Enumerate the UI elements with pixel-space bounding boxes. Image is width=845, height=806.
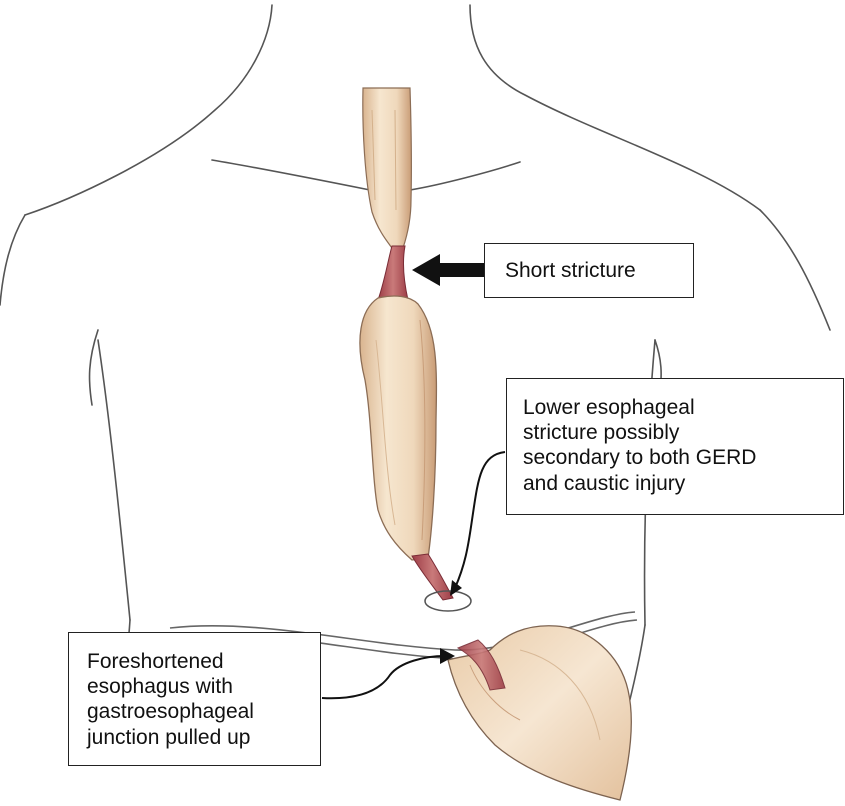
foreshortened-arrow-icon xyxy=(321,655,446,700)
dilated-esophagus xyxy=(359,295,438,561)
original-ge-junction-ring xyxy=(424,590,472,612)
left-torso-line xyxy=(97,339,131,621)
upper-esophagus xyxy=(362,87,413,249)
neck-left-line xyxy=(24,4,273,216)
foreshortened-label-line-1: Foreshortened xyxy=(87,650,224,673)
foreshortened-callout: Foreshortened esophagus with gastroesoph… xyxy=(68,632,321,766)
lower-stricture-label-line-1: Lower esophageal xyxy=(523,396,695,419)
foreshortened-label-line-2: esophagus with xyxy=(87,675,233,699)
short-stricture-label: Short stricture xyxy=(505,259,636,282)
foreshortened-label-line-3: gastroesophageal xyxy=(87,700,254,724)
short-stricture-shape xyxy=(377,245,409,301)
lower-stricture-label-line-3: secondary to both GERD xyxy=(523,446,757,470)
lower-stricture-shape xyxy=(411,553,454,601)
neck-right-line xyxy=(469,4,761,211)
lower-stricture-arrowhead-icon xyxy=(450,580,462,596)
lower-stricture-arrow-icon xyxy=(454,451,506,589)
clavicle-left xyxy=(211,159,371,191)
left-shoulder-line xyxy=(0,214,26,306)
short-stricture-callout: Short stricture xyxy=(484,243,694,298)
body-outline xyxy=(0,4,831,741)
foreshortened-arrowhead-icon xyxy=(440,648,455,664)
left-armpit-line xyxy=(88,329,99,406)
right-shoulder-line xyxy=(759,209,831,331)
ge-junction-red xyxy=(456,639,506,691)
foreshortened-label-line-4: junction pulled up xyxy=(87,725,251,749)
lower-stricture-label-line-4: and caustic injury xyxy=(523,471,686,495)
short-stricture-arrow-icon xyxy=(412,254,484,286)
lower-stricture-callout: Lower esophageal stricture possibly seco… xyxy=(506,378,844,515)
clavicle-right xyxy=(409,161,521,191)
lower-stricture-label-line-2: stricture possibly xyxy=(523,421,680,445)
